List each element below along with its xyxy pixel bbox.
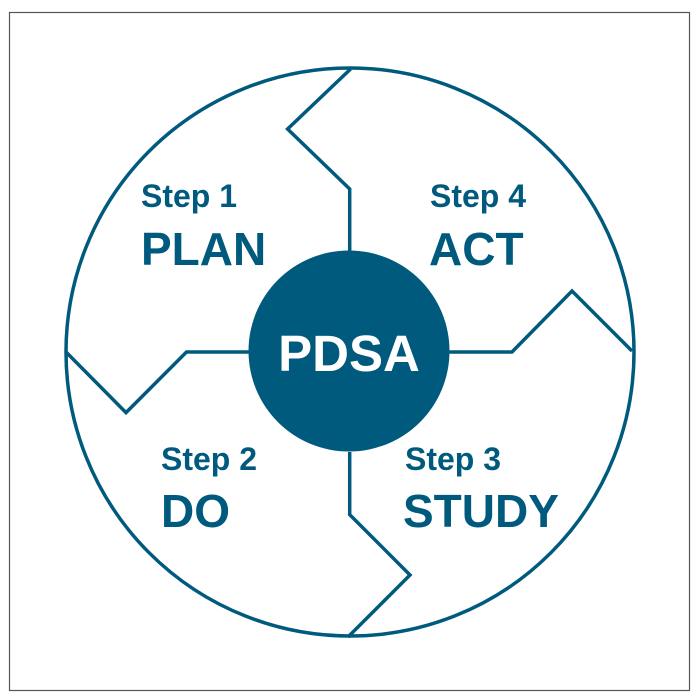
phase-study-label: STUDY — [403, 485, 559, 537]
frame-border — [8, 11, 691, 692]
step-4-label: Step 4 — [430, 178, 526, 214]
step-1-label: Step 1 — [141, 178, 237, 214]
step-3-label: Step 3 — [405, 441, 501, 477]
phase-plan-label: PLAN — [141, 223, 266, 275]
center-label: PDSA — [278, 325, 420, 382]
divider-top — [285, 67, 352, 252]
center-circle — [248, 250, 450, 452]
phase-do-label: DO — [161, 485, 230, 537]
step-2-label: Step 2 — [161, 441, 257, 477]
divider-left — [64, 350, 249, 416]
divider-right — [449, 288, 634, 354]
divider-bottom — [346, 452, 413, 639]
phase-act-label: ACT — [429, 223, 524, 275]
